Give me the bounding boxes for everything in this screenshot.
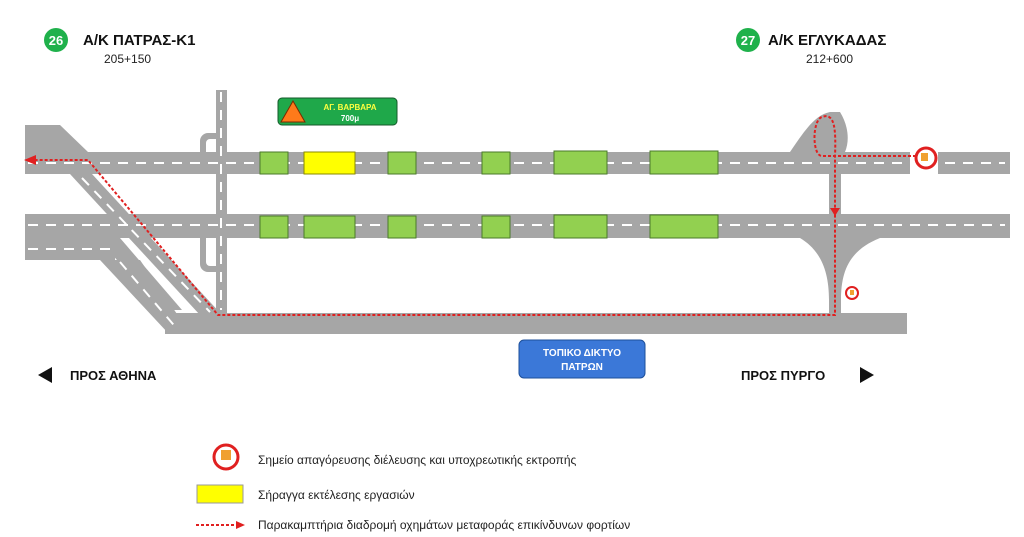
arrow-right-icon: [860, 367, 874, 383]
tunnel-sign: ΑΓ. ΒΑΡΒΑΡΑ 700μ: [277, 97, 398, 126]
legend-label: Σημείο απαγόρευσης διέλευσης και υποχρεω…: [258, 453, 576, 467]
tunnel-name: ΑΓ. ΒΑΡΒΑΡΑ: [323, 103, 376, 112]
svg-text:ΠΑΤΡΩΝ: ΠΑΤΡΩΝ: [561, 362, 603, 373]
active-tunnel: [303, 151, 356, 175]
detour-route: [34, 115, 916, 316]
tunnels: [259, 150, 719, 239]
interchange-26: 26 Α/Κ ΠΑΤΡΑΣ-Κ1 205+150: [44, 28, 195, 66]
legend-label: Παρακαμπτήρια διαδρομή οχημάτων μεταφορά…: [258, 518, 630, 532]
roads: [25, 90, 1010, 334]
lane-markings: [28, 92, 1005, 331]
tunnel-warning-icon: [280, 99, 306, 123]
detour-arrowhead-west: [24, 155, 36, 165]
interchange-chainage: 212+600: [806, 52, 853, 66]
interchange-number: 26: [49, 33, 63, 48]
local-network-box: ΤΟΠΙΚΟ ΔΙΚΤΥΟ ΠΑΤΡΩΝ: [518, 339, 646, 379]
interchange-chainage: 205+150: [104, 52, 151, 66]
prohibition-sign-icon: [914, 146, 938, 170]
arrow-left-icon: [38, 367, 52, 383]
svg-text:ΤΟΠΙΚΟ ΔΙΚΤΥΟ: ΤΟΠΙΚΟ ΔΙΚΤΥΟ: [543, 348, 621, 359]
direction-east: ΠΡΟΣ ΠΥΡΓΟ: [741, 368, 825, 383]
legend: Σημείο απαγόρευσης διέλευσης και υποχρεω…: [196, 443, 630, 532]
prohibition-sign-icon: [845, 286, 859, 300]
legend-label: Σήραγγα εκτέλεσης εργασιών: [258, 488, 415, 502]
interchange-name: Α/Κ ΕΓΛΥΚΑΔΑΣ: [768, 32, 886, 49]
interchange-name: Α/Κ ΠΑΤΡΑΣ-Κ1: [83, 32, 195, 49]
interchange-27: 27 Α/Κ ΕΓΛΥΚΑΔΑΣ 212+600: [736, 28, 886, 66]
direction-west: ΠΡΟΣ ΑΘΗΝΑ: [70, 368, 157, 383]
interchange-number: 27: [741, 33, 755, 48]
tunnel-length: 700μ: [341, 114, 359, 123]
detour-arrowhead-down: [830, 208, 840, 216]
